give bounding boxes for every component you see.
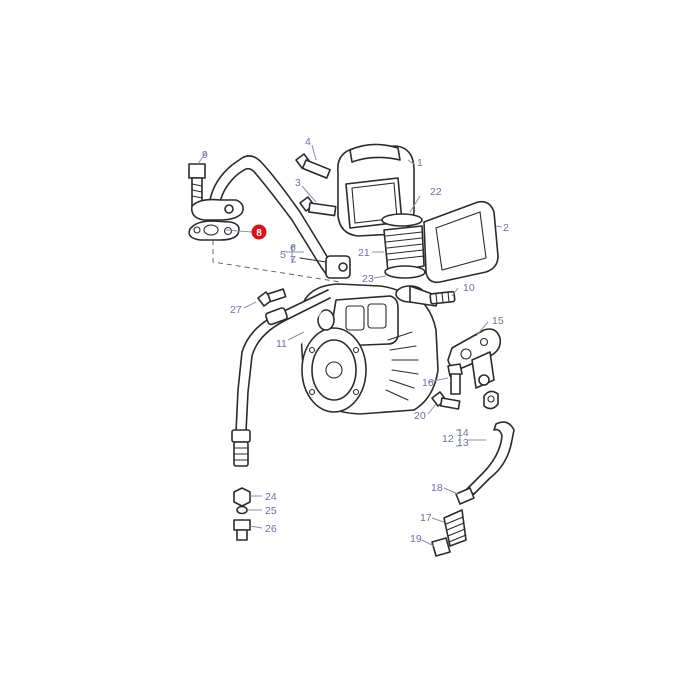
turbocharger <box>299 283 439 415</box>
lower-oil-pipe <box>231 289 331 467</box>
callout-1: 1 <box>417 157 423 169</box>
callout-16: 16 <box>422 377 434 389</box>
return-hose-clip <box>483 390 499 410</box>
return-flange <box>471 351 495 389</box>
callout-9: 9 <box>202 149 208 161</box>
oil-return-pipe <box>465 421 515 495</box>
hose-clamp-23 <box>384 265 426 279</box>
callout-21: 21 <box>358 247 370 259</box>
hose-clamp-22 <box>381 213 423 227</box>
callout-19: 19 <box>410 533 422 545</box>
callout-15: 15 <box>492 315 504 327</box>
union-nut <box>233 487 251 507</box>
callout-18: 18 <box>431 482 443 494</box>
pipe-flange <box>190 198 244 221</box>
oil-feed-pipe <box>204 155 351 279</box>
callout-27: 27 <box>230 304 242 316</box>
stud-4 <box>295 153 331 179</box>
callout-11: 11 <box>276 338 287 350</box>
callout-25: 25 <box>265 505 277 517</box>
hose-clamp-18 <box>455 487 475 505</box>
callout-5: 5 <box>280 249 286 261</box>
bolt-27 <box>257 288 287 307</box>
callout-3: 3 <box>295 177 301 189</box>
callout-10: 10 <box>463 282 475 294</box>
highlight-badge <box>251 224 267 240</box>
adaptor-nipple <box>395 285 456 307</box>
callout-22: 22 <box>430 186 442 198</box>
callout-12: 12 <box>442 433 454 445</box>
sealing-washer <box>236 505 248 515</box>
callout-14: 14 <box>457 427 469 439</box>
callout-4: 4 <box>305 136 311 148</box>
bolt-20 <box>431 391 461 410</box>
bolt-16 <box>447 363 463 395</box>
callout-23: 23 <box>362 273 374 285</box>
bellows-hose <box>383 225 425 273</box>
callout-labels: 1 2 3 4 5 6 7 9 10 11 12 13 14 15 16 17 … <box>202 136 509 545</box>
highlighted-part-marker: 8 <box>251 224 267 240</box>
flange-gasket <box>188 220 240 241</box>
hose-clamp-19 <box>431 537 451 557</box>
leader-lines <box>197 144 503 547</box>
callout-24: 24 <box>265 491 277 503</box>
adaptor-fitting <box>233 519 251 541</box>
callout-8: 8 <box>256 228 262 239</box>
callout-13: 13 <box>457 437 469 449</box>
return-hose <box>443 509 467 547</box>
callout-7: 7 <box>290 254 296 266</box>
callout-17: 17 <box>420 512 432 524</box>
banjo-bolt <box>188 163 206 207</box>
callout-20: 20 <box>414 410 426 422</box>
elbow-gasket <box>423 200 499 284</box>
callout-2: 2 <box>503 222 509 234</box>
callout-6: 6 <box>290 242 296 254</box>
callout-26: 26 <box>265 523 277 535</box>
stud-3 <box>299 196 337 217</box>
